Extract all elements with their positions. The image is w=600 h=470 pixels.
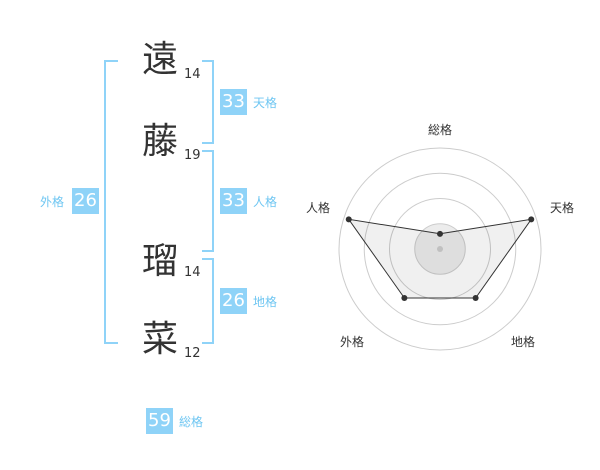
radar-ring-4 <box>338 147 542 351</box>
radar-polygon <box>347 218 533 299</box>
chikaku-badge: 26 <box>220 288 247 314</box>
axis-label-tenkaku: 天格 <box>550 200 574 215</box>
axis-label-jinkaku: 人格 <box>306 200 330 215</box>
gaikaku-badge: 26 <box>72 188 99 214</box>
jinkaku-bracket <box>202 150 214 252</box>
tenkaku-label: 天格 <box>253 96 278 110</box>
name-char-1: 遠 <box>142 39 179 80</box>
stroke-count-3: 14 <box>184 265 201 280</box>
radar-point-2 <box>528 216 535 223</box>
radar-point-1 <box>437 230 443 237</box>
gaikaku-label: 外格 <box>40 195 65 209</box>
radar-center <box>437 246 443 252</box>
tenkaku-bracket <box>202 60 214 144</box>
name-char-3: 瑠 <box>142 241 179 282</box>
radar-point-4 <box>401 295 408 302</box>
axis-label-gaikaku: 外格 <box>340 334 364 349</box>
stroke-count-4: 12 <box>184 346 201 361</box>
jinkaku-label: 人格 <box>253 195 278 209</box>
jinkaku-badge: 33 <box>220 188 247 214</box>
radar-point-5 <box>345 216 352 223</box>
chikaku-label: 地格 <box>253 295 278 309</box>
radar-ring-2 <box>389 198 491 300</box>
name-char-2: 藤 <box>142 121 179 162</box>
stroke-count-1: 14 <box>184 67 201 82</box>
tenkaku-badge: 33 <box>220 89 247 115</box>
gaikaku-bracket <box>104 60 118 344</box>
soukaku-label: 総格 <box>179 415 204 429</box>
soukaku-badge: 59 <box>146 408 173 434</box>
axis-label-chikaku: 地格 <box>511 334 535 349</box>
name-char-4: 菜 <box>142 319 179 360</box>
chikaku-bracket <box>202 258 214 344</box>
radar-ring-3 <box>363 172 517 326</box>
axis-label-soukaku: 総格 <box>428 122 452 137</box>
radar-point-3 <box>472 295 479 302</box>
stroke-count-2: 19 <box>184 148 201 163</box>
